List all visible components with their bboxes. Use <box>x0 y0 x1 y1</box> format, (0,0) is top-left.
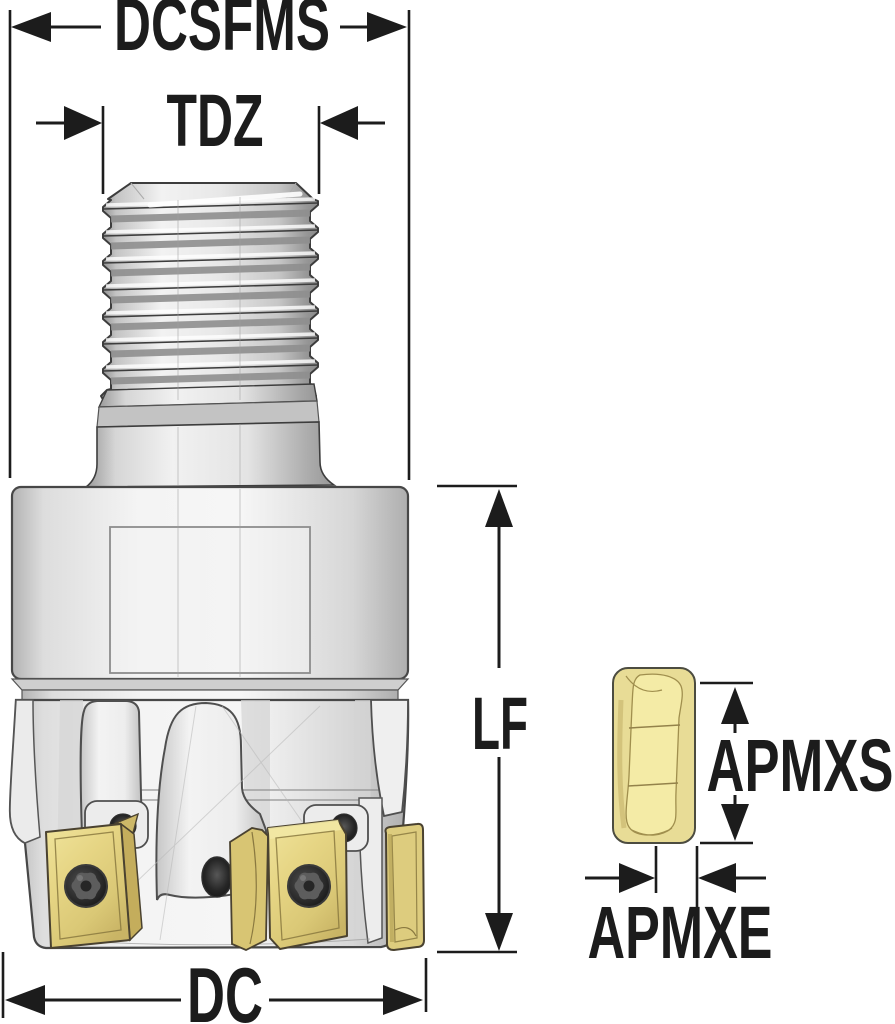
insert-left <box>45 812 143 949</box>
dc-arrow-left-icon <box>5 985 45 1015</box>
insert-middle-edge-wedge <box>229 827 269 951</box>
label-dcsfms: DCSFMS <box>114 0 330 66</box>
insert-detail-drawing <box>612 667 696 844</box>
apmxs-arrow-up-icon <box>721 687 749 724</box>
insert-right <box>384 822 426 952</box>
body-seam-lines <box>177 197 241 677</box>
milling-cutter-drawing <box>8 182 426 952</box>
lf-arrow-up-icon <box>485 489 513 527</box>
insert-right-face <box>384 822 426 952</box>
label-lf: LF <box>472 682 528 765</box>
dimension-tdz: TDZ <box>36 79 385 194</box>
marking-panel <box>109 526 311 674</box>
tdz-arrow-left-icon <box>64 106 102 140</box>
mounted-inserts <box>45 812 426 952</box>
insert-middle <box>229 819 348 951</box>
tdz-arrow-right-icon <box>320 106 358 140</box>
dimension-apmxs: APMXS <box>700 681 894 845</box>
thread-crests <box>102 202 319 372</box>
label-apmxs: APMXS <box>707 724 894 807</box>
body-groove-band <box>21 689 399 701</box>
coolant-hole <box>201 856 233 898</box>
label-dc: DC <box>187 951 263 1024</box>
dcsfms-arrow-left-icon <box>11 12 51 42</box>
label-apmxe: APMXE <box>588 891 773 974</box>
apmxe-arrow-left-icon <box>619 863 655 893</box>
left-insert-screw <box>64 864 108 908</box>
threaded-shank <box>100 182 319 404</box>
dimension-dcsfms: DCSFMS <box>8 0 411 480</box>
label-tdz: TDZ <box>167 79 264 162</box>
lf-arrow-down-icon <box>485 913 513 951</box>
middle-insert-screw <box>287 864 331 908</box>
dc-arrow-right-icon <box>383 985 423 1015</box>
shank-neck <box>83 383 337 488</box>
dimension-apmxe: APMXE <box>585 846 773 974</box>
thread-roots <box>110 209 311 385</box>
apmxs-arrow-down-icon <box>721 804 749 841</box>
left-outer-land <box>9 699 41 844</box>
cutter-body <box>10 197 410 701</box>
dimension-lf: LF <box>437 484 528 954</box>
apmxe-arrow-right-icon <box>698 863 736 893</box>
thread-specular-highlight <box>147 191 303 208</box>
dcsfms-arrow-right-icon <box>367 12 407 42</box>
dimension-dc: DC <box>1 951 428 1024</box>
neck-cylinder <box>83 421 337 488</box>
insert-detail-top-face <box>625 673 683 836</box>
right-flute-land <box>370 699 409 818</box>
body-taper <box>10 678 410 691</box>
